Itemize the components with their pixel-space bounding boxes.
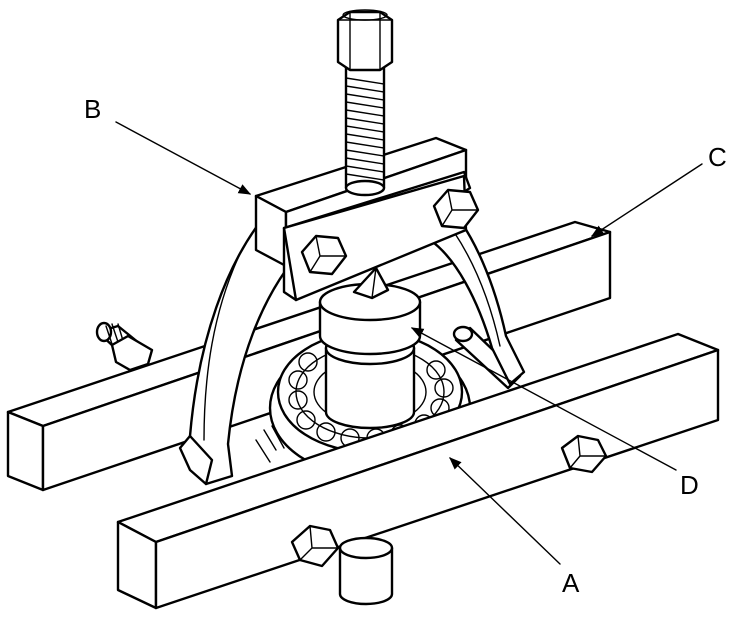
puller-right-arm: [428, 194, 526, 386]
front-bar-bolt-left: [290, 524, 340, 568]
crossbeam-bolt-left: [300, 234, 348, 276]
screw-threads: [345, 77, 385, 181]
crossbeam-bolt-right: [432, 188, 480, 230]
lower-shaft-stub: [338, 536, 394, 606]
callout-label-b: B: [84, 94, 101, 124]
leader-d: [410, 327, 677, 471]
leader-c: [590, 163, 703, 237]
callout-leaders: [115, 121, 703, 565]
leader-b: [115, 121, 252, 195]
left-side-bolt: [95, 321, 154, 372]
front-bar-bolt-right: [560, 434, 608, 474]
press-shaft: [318, 266, 422, 430]
puller-left-arm: [178, 210, 302, 486]
leader-a: [449, 457, 561, 565]
callout-label-a: A: [562, 568, 580, 598]
callout-label-c: C: [708, 142, 727, 172]
forcing-screw: [336, 9, 394, 197]
callout-label-d: D: [680, 470, 699, 500]
